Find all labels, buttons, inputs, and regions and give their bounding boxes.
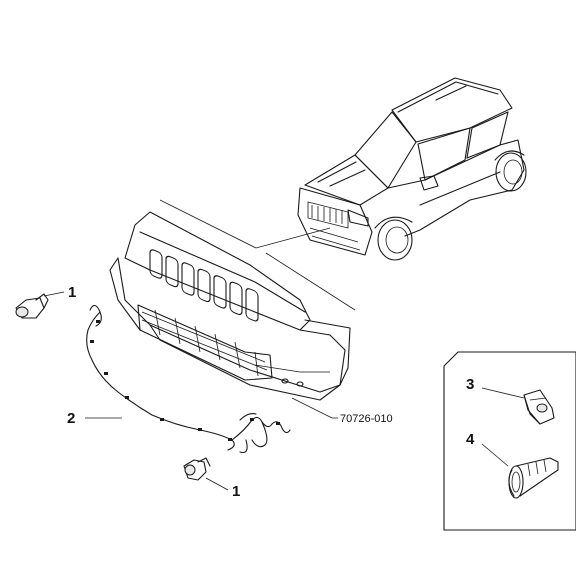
reference-code: 70726-010 (340, 413, 393, 425)
callout-2: 2 (67, 410, 75, 427)
callout-3: 3 (466, 376, 474, 393)
parking-sensor-top (15, 293, 49, 319)
clip-nut (523, 389, 555, 425)
callout-1-bottom: 1 (232, 483, 240, 500)
vehicle-illustration (297, 77, 527, 261)
parking-sensor-bottom (183, 457, 211, 481)
inset-panel (443, 351, 576, 531)
front-bumper-illustration (109, 211, 351, 401)
push-fastener (508, 457, 559, 499)
callout-4: 4 (466, 431, 475, 448)
wiring-harness (86, 304, 291, 454)
grille-slots (149, 249, 259, 322)
callout-1-top: 1 (68, 284, 76, 301)
